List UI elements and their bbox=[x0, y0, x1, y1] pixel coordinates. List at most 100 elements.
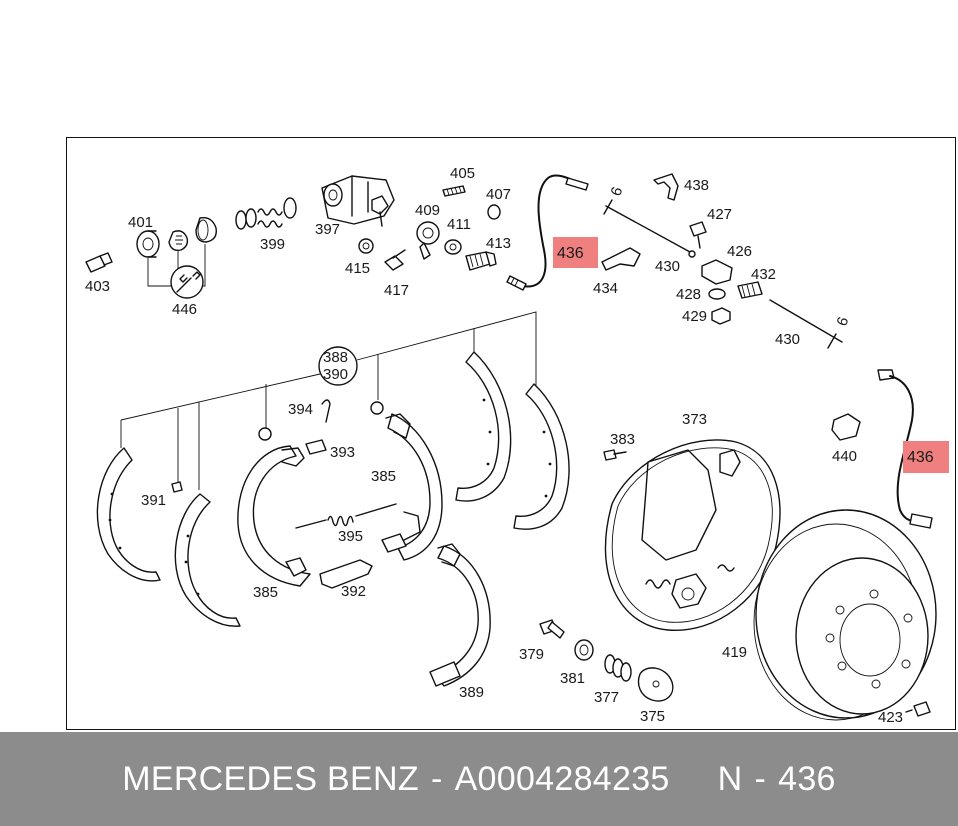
label-419: 419 bbox=[722, 644, 747, 661]
label-430-bottom: 430 bbox=[775, 331, 800, 348]
part-388-390-leaders bbox=[120, 311, 537, 490]
label-391: 391 bbox=[141, 492, 166, 509]
label-388: 388 bbox=[323, 349, 348, 366]
part-428-washer bbox=[708, 288, 726, 300]
label-446: 446 bbox=[172, 301, 197, 318]
part-389-brake-shoe bbox=[429, 543, 491, 687]
label-377: 377 bbox=[594, 689, 619, 706]
label-428: 428 bbox=[676, 286, 701, 303]
label-434: 434 bbox=[593, 280, 618, 297]
label-383: 383 bbox=[610, 431, 635, 448]
highlight-box-436-top bbox=[553, 237, 598, 268]
label-389: 389 bbox=[459, 684, 484, 701]
part-436-brake-hose-top bbox=[506, 174, 589, 291]
label-393: 393 bbox=[330, 444, 355, 461]
part-401-cup bbox=[136, 230, 160, 258]
label-430-top: 430 bbox=[655, 258, 680, 275]
part-377-spring bbox=[604, 654, 632, 682]
label-413: 413 bbox=[486, 235, 511, 252]
part-432-fitting bbox=[737, 281, 763, 299]
label-394: 394 bbox=[288, 401, 313, 418]
highlight-box-436-right bbox=[903, 441, 949, 473]
part-409-banjo-fitting bbox=[416, 221, 440, 260]
part-394-cotter-pin bbox=[321, 399, 331, 423]
label-392: 392 bbox=[341, 583, 366, 600]
part-385-brake-shoe-left bbox=[237, 445, 311, 587]
exploded-parts-diagram: 401 403 446 399 397 405 407 409 411 413 … bbox=[85, 165, 949, 726]
footer-separator: - bbox=[430, 759, 443, 798]
part-419-brake-drum bbox=[753, 509, 937, 721]
part-438-clip bbox=[653, 173, 679, 201]
part-423-screw bbox=[905, 701, 931, 717]
part-413-hollow-bolt bbox=[465, 251, 497, 271]
part-411-washer bbox=[444, 239, 462, 255]
label-405: 405 bbox=[450, 165, 475, 182]
part-brake-lining-left-1 bbox=[96, 447, 161, 582]
label-375: 375 bbox=[640, 708, 665, 725]
footer-ref-number: 436 bbox=[778, 759, 836, 798]
label-381: 381 bbox=[560, 670, 585, 687]
label-403: 403 bbox=[85, 278, 110, 295]
part-430-brake-pipe-bottom bbox=[769, 299, 843, 349]
part-381-washer bbox=[574, 639, 594, 661]
label-427: 427 bbox=[707, 206, 732, 223]
label-399: 399 bbox=[260, 236, 285, 253]
part-434-bracket bbox=[601, 247, 641, 271]
part-brake-lining-right-1 bbox=[455, 351, 512, 502]
label-411: 411 bbox=[447, 216, 471, 233]
part-373-backing-plate bbox=[604, 439, 781, 631]
label-440: 440 bbox=[832, 448, 857, 465]
part-379-bolt bbox=[539, 619, 565, 639]
part-brake-lining-left-2 bbox=[174, 493, 241, 627]
part-427-bolt bbox=[689, 221, 707, 249]
label-409: 409 bbox=[415, 202, 440, 219]
part-446-wrench-icon bbox=[170, 265, 204, 299]
label-417: 417 bbox=[384, 282, 409, 299]
part-403-pin bbox=[85, 252, 113, 273]
label-438: 438 bbox=[684, 177, 709, 194]
part-brake-lining-right-2 bbox=[513, 383, 570, 530]
label-6-top: 6 bbox=[607, 185, 626, 199]
footer-ref-separator: - bbox=[754, 759, 767, 798]
part-seal-pair bbox=[168, 217, 217, 252]
label-385-left: 385 bbox=[253, 584, 278, 601]
part-405-bleed-screw bbox=[442, 185, 466, 197]
part-415-nut bbox=[358, 238, 374, 254]
part-429-nut bbox=[711, 307, 731, 325]
label-385-right: 385 bbox=[371, 468, 396, 485]
label-6-right: 6 bbox=[833, 315, 852, 329]
footer-brand: MERCEDES BENZ bbox=[122, 759, 419, 798]
label-436-right: 436 bbox=[907, 449, 934, 466]
part-436-brake-hose-right bbox=[877, 369, 933, 529]
part-417-screw bbox=[384, 249, 406, 271]
label-401: 401 bbox=[128, 214, 153, 231]
footer-part-number: A0004284235 bbox=[454, 759, 670, 798]
label-423: 423 bbox=[878, 709, 903, 726]
part-375-cap-disc bbox=[637, 667, 674, 702]
part-426-t-piece bbox=[701, 259, 733, 285]
part-430-brake-pipe-top bbox=[603, 199, 696, 258]
label-379: 379 bbox=[519, 646, 544, 663]
footer-ref-prefix: N bbox=[717, 759, 743, 798]
part-spring-cap-right bbox=[370, 401, 384, 415]
label-426: 426 bbox=[727, 243, 752, 260]
part-383-screw bbox=[603, 449, 627, 461]
label-429: 429 bbox=[682, 308, 707, 325]
part-385-brake-shoe-right bbox=[381, 413, 443, 561]
part-395-return-spring bbox=[295, 503, 397, 529]
part-440-clip bbox=[831, 413, 861, 441]
part-407-cap bbox=[487, 204, 501, 220]
label-373: 373 bbox=[682, 411, 707, 428]
label-407: 407 bbox=[486, 186, 511, 203]
part-392-adjuster-link bbox=[319, 559, 373, 589]
part-393-sleeve bbox=[305, 439, 327, 455]
part-391-pin bbox=[171, 481, 183, 493]
part-397-wheel-cylinder bbox=[321, 175, 395, 227]
label-415: 415 bbox=[345, 260, 370, 277]
label-390: 390 bbox=[323, 366, 348, 383]
part-spring-cap-left bbox=[258, 427, 272, 441]
label-432: 432 bbox=[751, 266, 776, 283]
label-436-top: 436 bbox=[557, 245, 584, 262]
